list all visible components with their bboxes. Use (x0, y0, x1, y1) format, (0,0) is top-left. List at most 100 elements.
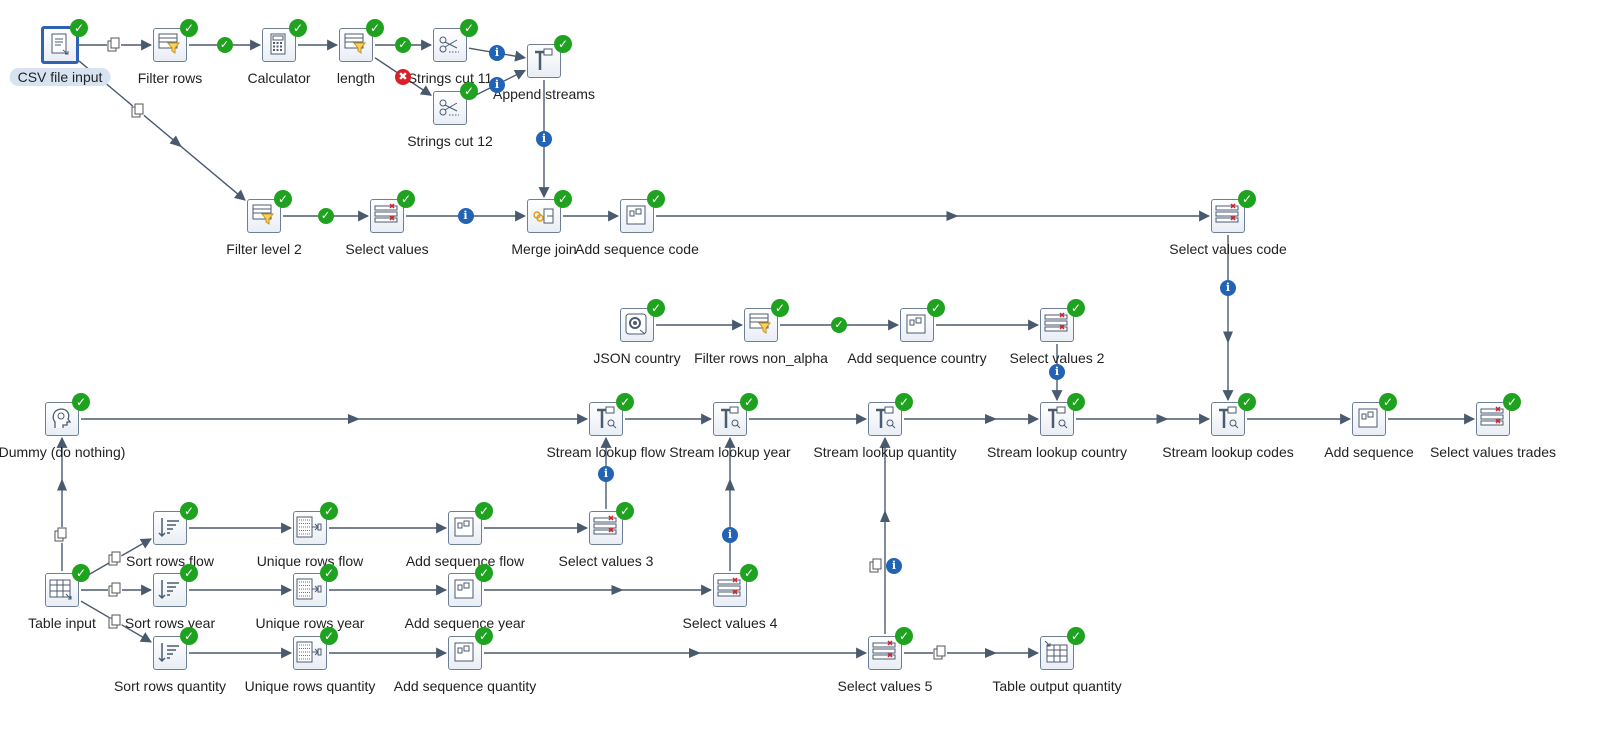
success-check-icon: ✓ (475, 627, 493, 645)
hop-stream-lookup-quantity-to-stream-lookup-country[interactable] (904, 413, 1040, 425)
stream-lookup-icon (1048, 406, 1068, 429)
step-add-sequence-year[interactable]: ✓Add sequence year (405, 564, 525, 631)
step-unique-rows-flow[interactable]: ✓Unique rows flow (257, 502, 363, 569)
step-label[interactable]: Calculator (247, 70, 311, 86)
step-label[interactable]: Merge join (511, 241, 577, 257)
step-length[interactable]: ✓length (337, 19, 384, 86)
step-label[interactable]: Unique rows year (255, 615, 365, 631)
step-label[interactable]: Sort rows quantity (113, 678, 227, 694)
step-label[interactable]: Select values (345, 241, 429, 257)
step-strings-cut-12[interactable]: ✓Strings cut 12 (407, 82, 493, 149)
step-label[interactable]: Select values 2 (1009, 350, 1105, 366)
step-stream-lookup-country[interactable]: ✓Stream lookup country (987, 393, 1127, 460)
step-unique-rows-quantity[interactable]: ✓Unique rows quantity (245, 627, 375, 694)
step-label[interactable]: Sort rows flow (126, 553, 214, 569)
step-stream-lookup-codes[interactable]: ✓Stream lookup codes (1162, 393, 1294, 460)
step-sort-rows-quantity[interactable]: ✓Sort rows quantity (114, 627, 226, 694)
hop-select-values-5-to-table-output-quantity[interactable] (904, 647, 1040, 659)
step-table-input[interactable]: ✓Table input (28, 564, 96, 631)
success-check-icon: ✓ (554, 190, 572, 208)
step-table-output-quantity[interactable]: ✓Table output quantity (992, 627, 1122, 694)
step-json-country[interactable]: ✓JSON country (593, 299, 681, 366)
step-label[interactable]: Add sequence flow (405, 553, 525, 569)
step-label[interactable]: length (336, 70, 376, 86)
hop-select-values-4-to-stream-lookup-year[interactable] (724, 436, 736, 571)
step-filter-level-2[interactable]: ✓Filter level 2 (226, 190, 302, 257)
step-label[interactable]: Select values 4 (682, 615, 778, 631)
step-label[interactable]: Table input (28, 615, 96, 631)
step-stream-lookup-quantity[interactable]: ✓Stream lookup quantity (813, 393, 957, 460)
success-check-icon: ✓ (460, 19, 478, 37)
step-filter-rows[interactable]: ✓Filter rows (138, 19, 202, 86)
step-label[interactable]: Add sequence quantity (393, 678, 537, 694)
step-label[interactable]: Filter rows (137, 70, 203, 86)
step-select-values[interactable]: ✓Select values (345, 190, 429, 257)
hop-dummy-to-stream-lookup-flow[interactable] (81, 413, 589, 425)
step-label[interactable]: Stream lookup country (986, 444, 1128, 460)
step-label[interactable]: Select values 3 (558, 553, 654, 569)
step-add-sequence-flow[interactable]: ✓Add sequence flow (406, 502, 524, 569)
step-label[interactable]: Strings cut 12 (407, 133, 493, 149)
step-label[interactable]: Filter level 2 (226, 241, 302, 257)
step-select-values-5[interactable]: ✓ Select values 5 (838, 627, 932, 694)
select-values-icon (717, 577, 741, 597)
step-label[interactable]: Select values trades (1429, 444, 1557, 460)
step-label[interactable]: Add sequence year (404, 615, 526, 631)
step-label[interactable]: Stream lookup quantity (813, 444, 957, 460)
step-label[interactable]: Add sequence code (575, 241, 699, 257)
step-filter-rows-non-alpha[interactable]: ✓Filter rows non_alpha (694, 299, 828, 366)
hop-add-sequence-code-to-select-values-code[interactable] (656, 210, 1211, 222)
success-check-icon: ✓ (895, 627, 913, 645)
step-label[interactable]: Stream lookup flow (546, 444, 666, 460)
step-add-sequence-code[interactable]: ✓Add sequence code (575, 190, 699, 257)
copy-rows-icon (933, 645, 947, 661)
step-strings-cut-11[interactable]: ✓ Strings cut 11 (408, 19, 492, 86)
step-csv[interactable]: ✓CSV file input (9, 19, 111, 86)
hop-add-sequence-quantity-to-select-values-5[interactable] (484, 647, 868, 659)
step-sort-rows-flow[interactable]: ✓Sort rows flow (126, 502, 214, 569)
step-label[interactable]: Select values code (1169, 241, 1287, 257)
hop-select-values-5-to-stream-lookup-quantity[interactable] (879, 436, 891, 634)
step-stream-lookup-year[interactable]: ✓Stream lookup year (669, 393, 791, 460)
step-label[interactable]: Sort rows year (124, 615, 216, 631)
true-condition-icon: ✓ (317, 208, 334, 224)
step-label[interactable]: Table output quantity (992, 678, 1122, 694)
step-label[interactable]: Stream lookup codes (1162, 444, 1294, 460)
step-label[interactable]: Select values 5 (837, 678, 933, 694)
step-select-values-3[interactable]: ✓Select values 3 (559, 502, 653, 569)
step-dummy[interactable]: ✓Dummy (do nothing) (0, 393, 125, 460)
step-label[interactable]: CSV file input (9, 68, 111, 86)
step-select-values-trades[interactable]: ✓Select values trades (1430, 393, 1556, 460)
step-label[interactable]: Dummy (do nothing) (0, 444, 126, 460)
step-label[interactable]: Append streams (493, 86, 595, 102)
hop-select-values-code-to-stream-lookup-codes[interactable] (1222, 235, 1234, 402)
step-label[interactable]: Unique rows quantity (244, 678, 376, 694)
step-select-values-2[interactable]: ✓Select values 2 (1010, 299, 1104, 366)
step-add-sequence-country[interactable]: ✓Add sequence country (847, 299, 987, 366)
hop-add-sequence-year-to-select-values-4[interactable] (484, 584, 713, 596)
step-label[interactable]: Stream lookup year (669, 444, 791, 460)
step-label[interactable]: Add sequence country (847, 350, 987, 366)
step-unique-rows-year[interactable]: ✓Unique rows year (256, 564, 364, 631)
step-label[interactable]: JSON country (593, 350, 681, 366)
step-merge-join[interactable]: ✓ Merge join (511, 190, 577, 257)
step-calculator[interactable]: ✓Calculator (247, 19, 311, 86)
scissors-icon (439, 99, 459, 116)
step-add-sequence[interactable]: ✓Add sequence (1324, 393, 1414, 460)
step-box[interactable] (153, 573, 187, 607)
table-input-icon (49, 579, 72, 600)
hop-table-input-to-dummy[interactable] (56, 436, 68, 571)
step-select-values-4[interactable]: ✓Select values 4 (683, 564, 777, 631)
step-stream-lookup-flow[interactable]: ✓Stream lookup flow (546, 393, 666, 460)
step-label[interactable]: Unique rows flow (256, 553, 364, 569)
step-select-values-code[interactable]: ✓Select values code (1169, 190, 1287, 257)
step-label[interactable]: Add sequence (1324, 444, 1414, 460)
hop-stream-lookup-country-to-stream-lookup-codes[interactable] (1076, 413, 1211, 425)
false-condition-icon: ✖ (395, 68, 411, 85)
step-label[interactable]: Filter rows non_alpha (694, 350, 828, 366)
step-sort-rows-year[interactable]: ✓Sort rows year (125, 564, 215, 631)
step-add-sequence-quantity[interactable]: ✓ Add sequence quantity (394, 627, 536, 694)
step-label[interactable]: Strings cut 11 (407, 70, 493, 86)
step-append-streams[interactable]: ✓Append streams (493, 35, 595, 102)
